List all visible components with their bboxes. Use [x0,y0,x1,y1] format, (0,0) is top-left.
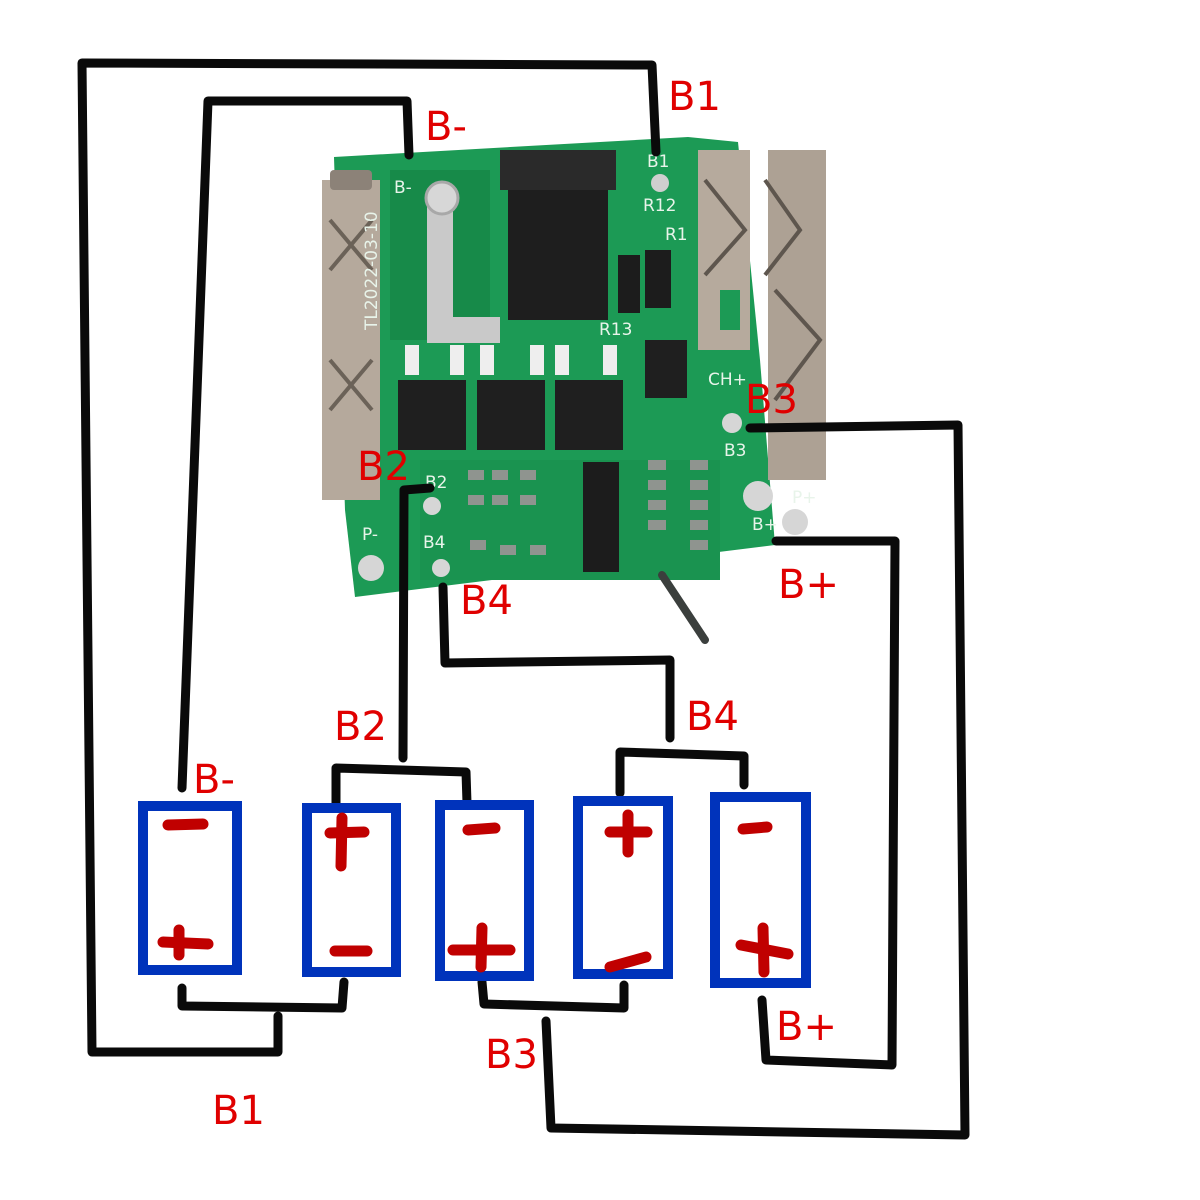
smd-resistor-array [468,460,708,555]
label-top-b-minus: B- [425,104,467,150]
label-bottom-b3: B3 [485,1032,538,1078]
pcb-lower-area [420,460,720,580]
b-minus-pad [424,180,460,216]
label-mid-b4: B4 [686,694,739,740]
cell-3 [435,800,534,981]
wires [77,58,970,1140]
wire-b-plus [757,536,900,1070]
silk-b4: B4 [423,533,445,553]
wire-b2 [398,483,435,763]
silk-r13: R13 [599,320,632,340]
silk-b-minus: B- [394,178,412,198]
wire-b4-bridge [615,747,749,798]
cell-1 [138,801,242,975]
label-bottom-b-plus: B+ [776,1004,837,1050]
wire-b2-bridge [331,763,472,808]
pad-b4 [432,559,450,577]
cell-1-bottom-plus-h [157,936,214,950]
pad-p-plus [743,481,773,511]
wire-b-minus [177,96,414,793]
thermistor-wire [658,571,709,644]
smd-diode-2 [645,250,671,308]
cell-2 [302,803,401,977]
cell-5-bottom-plus-v [757,922,770,978]
label-cells-b-minus: B- [193,757,235,803]
cell-3-top-minus [462,822,501,836]
cell-4 [573,796,673,979]
silk-p-plus: P+ [792,488,817,508]
label-bottom-b1: B1 [212,1088,265,1134]
protection-ic [583,462,619,572]
cell-2-top-plus-v [335,812,348,872]
silk-p-minus: P- [362,525,378,545]
pad-b2 [423,497,441,515]
cell-4-bottom-minus [604,951,652,973]
wire-b1 [77,58,661,1057]
label-board-b4: B4 [460,578,513,624]
silk-b3: B3 [724,441,746,461]
smd-diode-1 [618,255,640,313]
copper-trace [427,200,500,343]
silk-r1: R1 [665,225,688,245]
battery-cells [138,792,811,988]
pad-b-plus [782,509,808,535]
ic-8pin [645,340,687,398]
label-mid-b2: B2 [334,704,387,750]
cell-5-top-minus [737,821,773,835]
silk-b1: B1 [647,152,669,172]
cell-5 [710,792,811,988]
cell-1-top-minus [162,818,209,831]
mosfets [398,345,623,450]
cell-3-bottom-plus-v [475,922,488,973]
wire-link-cell1-cell2 [177,977,349,1013]
label-board-b2: B2 [357,444,410,490]
pad-b3 [722,413,742,433]
silk-ch-plus: CH+ [708,370,747,390]
label-board-b-plus: B+ [778,562,839,608]
left-terminal-clip [322,170,380,500]
pad-p-minus [358,555,384,581]
wire-link-cell3-cell4 [477,977,629,1013]
pad-b1 [651,174,669,192]
silk-date-code: TL2022-03-10 [362,211,382,331]
label-top-b1: B1 [668,74,721,120]
connection-labels: B1 B- B2 B3 B4 B+ B2 B4 B- B1 B3 B+ [193,74,839,1134]
wire-b3 [541,420,970,1140]
silk-r12: R12 [643,196,676,216]
label-board-b3: B3 [745,377,798,423]
silk-b-plus: B+ [752,515,778,535]
wire-b4 [438,582,675,743]
